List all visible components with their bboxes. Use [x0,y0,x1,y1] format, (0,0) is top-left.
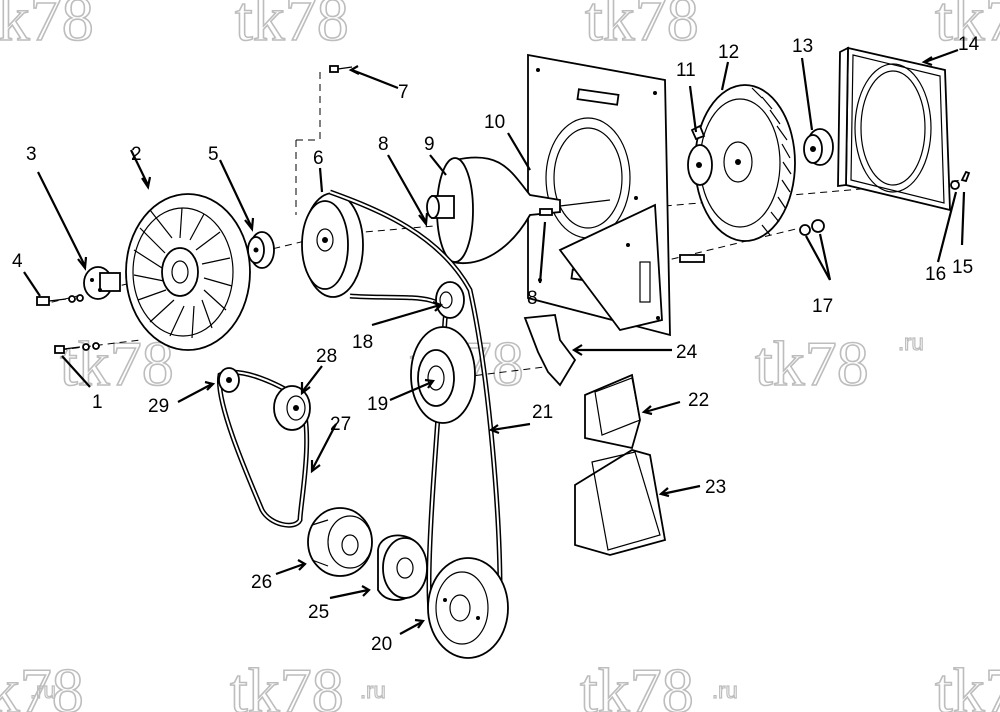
drive-belt-short [216,369,310,528]
watermark-text: tk78 [580,655,694,712]
callout-17: 17 [812,296,833,317]
callout-13: 13 [792,36,813,57]
drive-pulley [427,557,509,659]
flange-left [83,266,121,300]
callout-9: 9 [424,134,435,155]
fasteners [36,65,971,354]
watermark-text: tk78 [585,0,699,54]
callout-29: 29 [148,396,169,417]
callout-18: 18 [352,332,373,353]
hub-left [247,231,275,269]
key [539,208,553,216]
taper-bushing [377,534,428,601]
watermark-suffix: .ru [30,678,56,703]
callout-28: 28 [316,346,337,367]
leader-arrows [23,48,966,635]
callout-7: 7 [398,82,409,103]
callout-8-upper: 8 [378,134,389,155]
watermark-text: tk78 [935,0,1000,54]
bearing-housing [426,156,611,264]
small-drive-pulley [307,507,373,577]
callout-3: 3 [26,144,37,165]
idler-pulley [435,281,465,319]
callout-labels: 1 2 3 4 5 6 7 8 9 10 8 11 12 13 14 15 16… [12,34,980,655]
belt-pulley-small [273,385,311,431]
callout-5: 5 [208,144,219,165]
callout-19: 19 [367,394,388,415]
callout-22: 22 [688,390,709,411]
callout-4: 4 [12,251,23,272]
callout-12: 12 [718,42,739,63]
mounting-clip [523,314,577,387]
callout-6: 6 [313,148,324,169]
watermark-text: tk78 [935,655,1000,712]
hub [803,128,834,166]
callout-11: 11 [676,60,696,81]
fan-housing-frame [837,46,951,212]
callout-1: 1 [92,392,103,413]
callout-15: 15 [952,257,973,278]
blower-wheel-left [125,193,251,351]
callout-23: 23 [705,477,726,498]
callout-27: 27 [330,414,351,435]
callout-2: 2 [131,144,142,165]
watermark-suffix: .ru [360,678,386,703]
blower-wheel-right [694,84,796,242]
callout-16: 16 [925,264,946,285]
watermark-text: tk78 [230,655,344,712]
callout-10: 10 [484,112,505,133]
bracket-lower [574,449,667,556]
bracket-upper [584,373,641,450]
callout-21: 21 [532,402,553,423]
watermark-suffix: .ru [898,330,924,355]
callout-25: 25 [308,602,329,623]
driven-pulley [301,192,364,298]
callout-24: 24 [676,342,698,363]
watermark-text: tk78 [0,0,94,54]
watermark-suffix: .ru [712,678,738,703]
callout-14: 14 [958,34,980,55]
callout-8-lower: 8 [527,288,538,309]
watermark-text: tk78 [235,0,349,54]
callout-20: 20 [371,634,392,655]
belt-idler-small [218,367,240,393]
watermark-text: tk78 [0,655,84,712]
tensioner-pulley [410,326,476,424]
callout-26: 26 [251,572,272,593]
mounting-plate [527,53,671,337]
watermark-text: tk78 [755,328,869,399]
